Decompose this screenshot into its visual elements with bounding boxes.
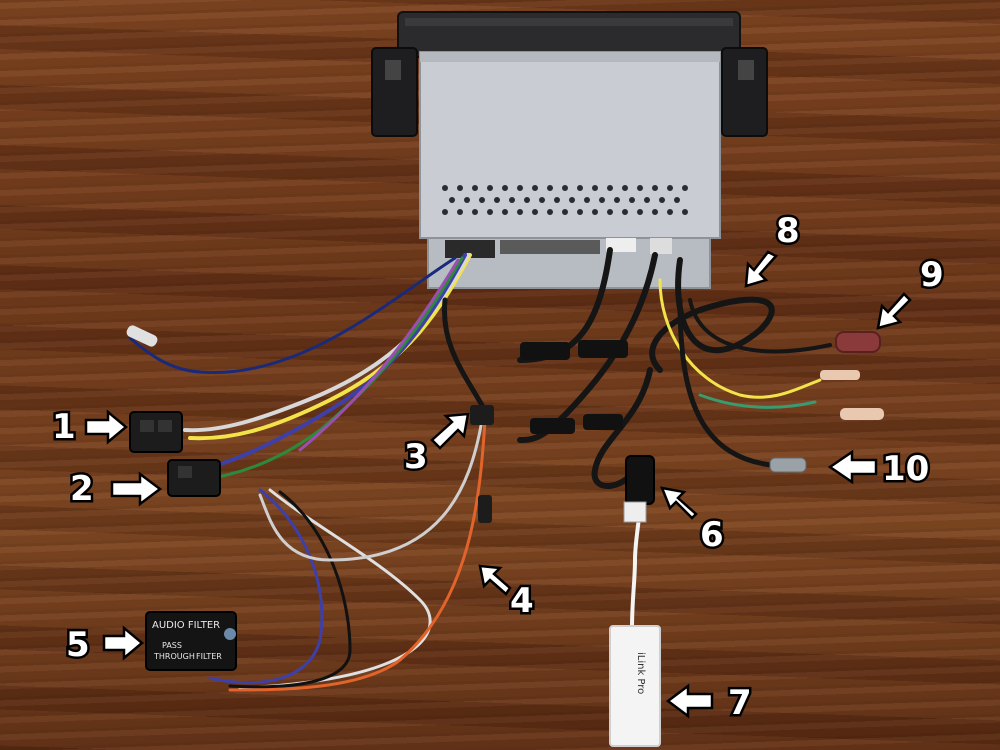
right-mount-bracket [721, 47, 768, 137]
rear-white-connector [606, 238, 636, 252]
callout-10: 10 [827, 447, 932, 492]
cable-loop-8 [649, 257, 775, 373]
connector-1 [129, 411, 183, 453]
audio-filter-through: THROUGH [153, 652, 195, 661]
usb-dongle-body [609, 625, 661, 747]
usb-extension-c [530, 418, 575, 434]
cable-usb-lower [517, 252, 658, 443]
head-unit-chassis [419, 51, 721, 239]
callout-1: 1 [50, 405, 128, 450]
wire-filter-black [228, 490, 352, 689]
connector-4 [478, 495, 492, 523]
arrow-icon [827, 449, 878, 485]
connector-1-pin [140, 420, 154, 432]
callout-4: 4 [478, 564, 536, 624]
connector-3 [470, 405, 494, 425]
callout-number: 10 [882, 449, 929, 489]
audio-filter-filter: FILTER [196, 652, 222, 661]
left-bracket-slot [385, 60, 401, 80]
wire-filter-white [238, 488, 432, 690]
arrow-icon [430, 412, 470, 450]
callout-number: 6 [700, 515, 724, 555]
wire-right-yellow [658, 278, 822, 399]
connector-2-pin [178, 466, 192, 478]
bullet-connector [820, 370, 860, 380]
callout-number: 8 [776, 211, 800, 251]
callout-5: 5 [64, 623, 144, 668]
arrow-icon [665, 683, 714, 719]
wire-grey [258, 418, 484, 562]
usb-extension-b [578, 340, 628, 358]
callout-6: 6 [660, 486, 726, 558]
wire-dark-blue [128, 256, 457, 375]
audio-filter-body [145, 611, 237, 671]
usb-dongle-label: iLink Pro [635, 652, 646, 694]
callout-number: 5 [66, 625, 90, 665]
callout-9: 9 [876, 253, 946, 330]
rear-heatsink [500, 240, 600, 254]
bullet-connector-2 [840, 408, 884, 420]
cable-usb-loop [591, 367, 653, 489]
chassis-vents [442, 185, 688, 215]
usb-female-white [623, 501, 647, 523]
rear-harness-socket [445, 240, 495, 258]
arrow-icon [110, 471, 163, 507]
callout-3: 3 [402, 412, 470, 480]
bullet-connector-left [126, 325, 158, 347]
connector-2 [167, 459, 221, 497]
callout-number: 9 [920, 255, 944, 295]
connectors [126, 325, 884, 523]
audio-filter-box: AUDIO FILTER PASS THROUGH FILTER [145, 611, 237, 671]
head-unit [371, 11, 768, 289]
audio-filter-title: AUDIO FILTER [152, 620, 220, 631]
callout-2: 2 [68, 467, 163, 512]
arrow-icon [744, 250, 779, 288]
rca-connector-9 [835, 331, 881, 353]
usb-dongle: iLink Pro [609, 625, 661, 747]
callout-number: 7 [728, 683, 752, 723]
arrow-icon [876, 292, 912, 330]
usb-plug-6 [625, 455, 655, 505]
wire-filter-blue [208, 488, 324, 685]
usb-extension-d [583, 414, 623, 430]
audio-filter-switch [224, 628, 236, 640]
wire-purple [298, 258, 460, 452]
cable-rca [688, 298, 832, 354]
chassis-top-edge [420, 52, 720, 62]
callout-number: 3 [404, 437, 428, 477]
wire-right-green [698, 393, 817, 409]
arrow-icon [84, 409, 128, 445]
left-mount-bracket [371, 47, 418, 137]
wire-bundle [128, 247, 832, 692]
arrow-icon [660, 486, 698, 520]
callout-number: 2 [70, 469, 94, 509]
callout-8: 8 [744, 209, 802, 288]
wire-blue [198, 253, 467, 472]
bezel-highlight [405, 18, 733, 26]
antenna-plug-10 [769, 457, 807, 473]
wire-center-black [441, 297, 493, 423]
right-bracket-slot [738, 60, 754, 80]
wire-orange [228, 418, 487, 692]
rear-small-connector [650, 238, 672, 254]
callout-7: 7 [665, 681, 754, 726]
audio-filter-pass: PASS [162, 641, 182, 650]
connector-1-pin-2 [158, 420, 172, 432]
callout-number: 4 [510, 581, 534, 621]
arrow-icon [102, 625, 144, 661]
usb-extension-a [520, 342, 570, 360]
arrow-icon [478, 564, 512, 596]
cable-antenna [677, 297, 783, 469]
callout-number: 1 [52, 407, 76, 447]
